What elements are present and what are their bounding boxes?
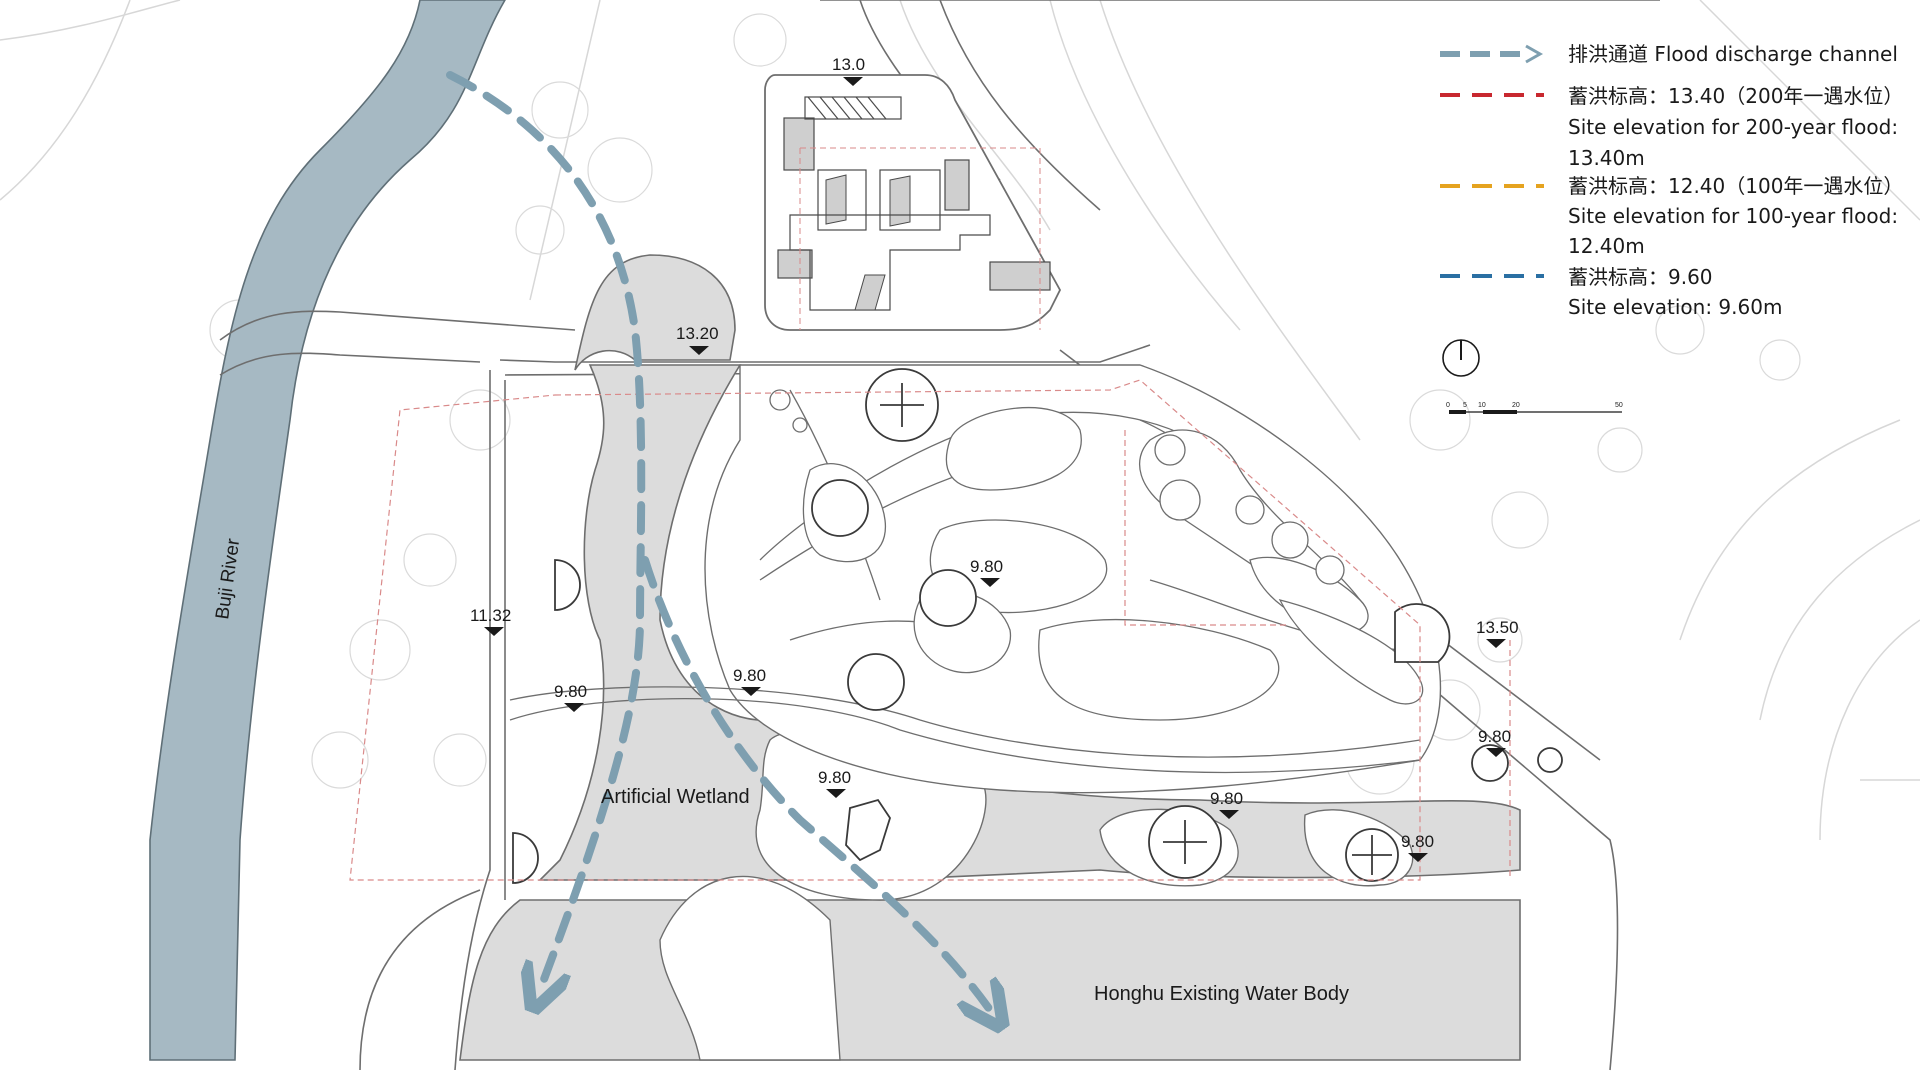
elevation-9-80-east: 9.80 (1401, 832, 1434, 862)
scale-tick-50: 50 (1615, 402, 1623, 409)
elevation-label: 9.80 (733, 666, 766, 685)
legend-100-line1: 蓄洪标高：12.40（100年一遇水位） (1568, 174, 1903, 198)
elevation-13-50: 13.50 (1476, 618, 1519, 648)
legend-200-line2: Site elevation for 200-year flood: (1568, 115, 1898, 139)
context-lines (0, 0, 1920, 841)
scale-tick-5: 5 (1463, 402, 1467, 409)
elevation-label: 9.80 (970, 557, 1003, 576)
north-arrow-icon (1442, 339, 1480, 377)
building-complex (764, 74, 1062, 331)
scale-tick-10: 10 (1478, 402, 1486, 409)
elevation-13-0: 13.0 (832, 55, 865, 86)
scale-tick-20: 20 (1512, 402, 1520, 409)
kiosk (845, 798, 891, 862)
pavilions (512, 368, 1563, 884)
boundary-dashes (349, 379, 1511, 881)
elevation-9-80-far-east: 9.80 (1478, 727, 1511, 757)
elevation-label: 13.0 (832, 55, 865, 74)
elevation-label: 9.80 (1478, 727, 1511, 746)
elevation-9-80-island: 9.80 (818, 768, 851, 798)
legend: 排洪通道 Flood discharge channel 蓄洪标高：13.40（… (1440, 42, 1903, 319)
buji-river (149, 0, 506, 1061)
legend-100-line3: 12.40m (1568, 234, 1645, 258)
elevation-9-80-south: 9.80 (1210, 789, 1243, 819)
wetland-label: Artificial Wetland (601, 786, 750, 808)
elevation-marks: 13.0 13.20 11.32 9.80 9.80 9.80 9.80 9. (470, 55, 1519, 862)
elevation-label: 9.80 (1210, 789, 1243, 808)
scale-bar: 0 5 10 20 50 (1446, 402, 1623, 414)
legend-200-year: 蓄洪标高：13.40（200年一遇水位） Site elevation for … (1440, 84, 1903, 170)
elevation-9-80-west: 9.80 (554, 682, 587, 712)
legend-flood-channel: 排洪通道 Flood discharge channel (1440, 42, 1898, 66)
elevation-13-20: 13.20 (676, 324, 719, 355)
water-body-label: Honghu Existing Water Body (1094, 983, 1349, 1005)
elevation-label: 11.32 (470, 606, 511, 625)
legend-flood-channel-label: 排洪通道 Flood discharge channel (1568, 42, 1898, 66)
legend-100-year: 蓄洪标高：12.40（100年一遇水位） Site elevation for … (1440, 174, 1903, 258)
elevation-label: 13.50 (1476, 618, 1519, 637)
elevation-label: 9.80 (554, 682, 587, 701)
elevation-9-80-mid: 9.80 (733, 666, 766, 696)
elevation-11-32: 11.32 (470, 606, 511, 636)
elevation-label: 9.80 (1401, 832, 1434, 851)
legend-200-line1: 蓄洪标高：13.40（200年一遇水位） (1568, 84, 1903, 108)
elevation-label: 13.20 (676, 324, 719, 343)
flood-channel-arrows (446, 71, 990, 1010)
legend-200-line3: 13.40m (1568, 146, 1645, 170)
elevation-9-80-center: 9.80 (970, 557, 1003, 587)
legend-960-line2: Site elevation: 9.60m (1568, 295, 1782, 319)
legend-960-line1: 蓄洪标高：9.60 (1568, 265, 1713, 289)
legend-9-60: 蓄洪标高：9.60 Site elevation: 9.60m (1440, 265, 1782, 319)
elevation-label: 9.80 (818, 768, 851, 787)
scale-tick-0: 0 (1446, 402, 1450, 409)
legend-100-line2: Site elevation for 100-year flood: (1568, 204, 1898, 228)
